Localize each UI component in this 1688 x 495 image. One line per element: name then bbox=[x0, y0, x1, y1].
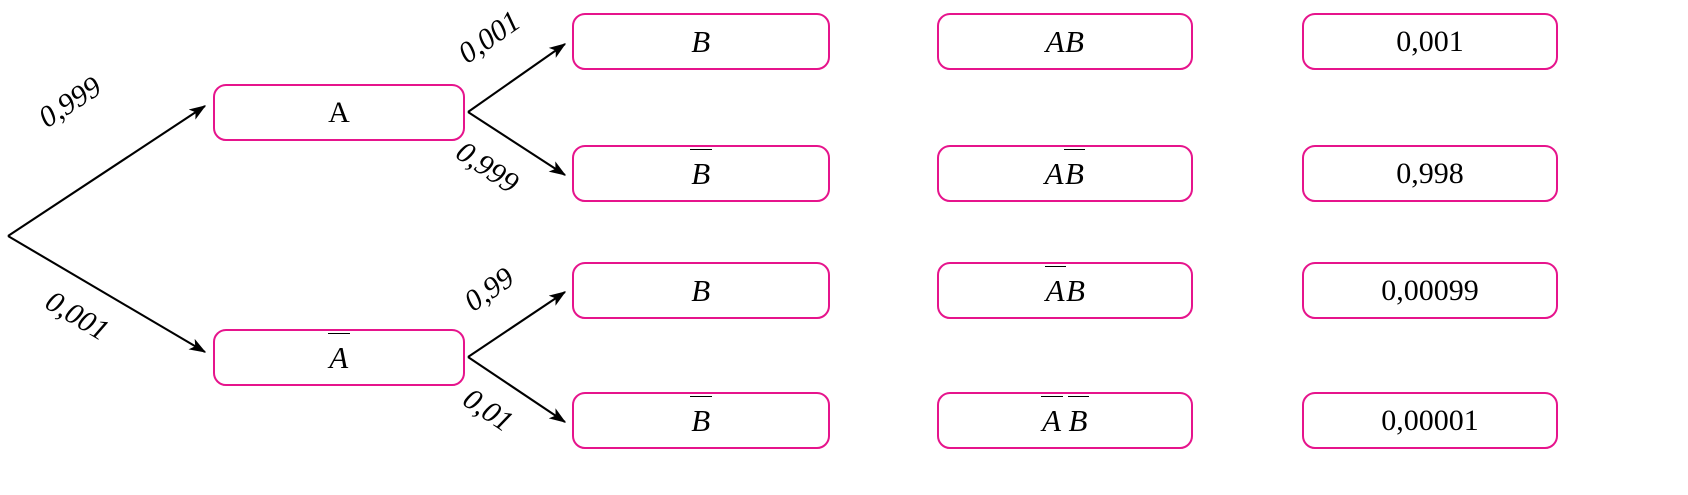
edge-label-Abar-to-Bbar: 0,01 bbox=[457, 381, 520, 439]
node-A-bar[interactable]: A bbox=[213, 329, 465, 386]
node-A-bar-label: A bbox=[328, 332, 351, 375]
probability-Abar-Bbar-value: 0,00001 bbox=[1381, 403, 1479, 437]
edge-label-root-to-Abar: 0,001 bbox=[39, 284, 115, 348]
outcome-Abar-B-label: AB bbox=[1044, 265, 1086, 308]
node-A-Bbar[interactable]: B bbox=[572, 145, 830, 202]
probability-A-Bbar[interactable]: 0,998 bbox=[1302, 145, 1558, 202]
edge-root-to-Abar bbox=[7, 235, 207, 353]
node-A-Bbar-label: B bbox=[690, 148, 713, 191]
probability-Abar-Bbar[interactable]: 0,00001 bbox=[1302, 392, 1558, 449]
node-A[interactable]: A bbox=[213, 84, 465, 141]
outcome-second-letter: B bbox=[1065, 24, 1085, 59]
probability-AB[interactable]: 0,001 bbox=[1302, 13, 1558, 70]
overline-B: B bbox=[1067, 395, 1090, 438]
node-A-B[interactable]: B bbox=[572, 13, 830, 70]
outcome-second-letter: B bbox=[1066, 273, 1086, 308]
overline-B: B bbox=[1064, 148, 1086, 191]
overline-B: B bbox=[690, 395, 713, 438]
edge-label-Abar-to-B: 0,99 bbox=[458, 260, 521, 319]
outcome-Abar-B[interactable]: AB bbox=[937, 262, 1193, 319]
probability-Abar-B-value: 0,00099 bbox=[1381, 273, 1479, 307]
outcome-first-letter: A bbox=[1045, 24, 1065, 59]
node-Abar-B[interactable]: B bbox=[572, 262, 830, 319]
overline-A: A bbox=[1041, 395, 1063, 438]
outcome-first-letter: A bbox=[1044, 156, 1064, 191]
node-Abar-Bbar[interactable]: B bbox=[572, 392, 830, 449]
edge-label-A-to-Bbar: 0,999 bbox=[450, 134, 525, 201]
edge-root-to-A bbox=[7, 105, 207, 237]
overline-A: A bbox=[1044, 265, 1067, 308]
probability-Abar-B[interactable]: 0,00099 bbox=[1302, 262, 1558, 319]
outcome-A-Bbar-label: AB bbox=[1044, 148, 1086, 191]
outcome-AB-label: AB bbox=[1046, 26, 1085, 57]
outcome-A-Bbar[interactable]: AB bbox=[937, 145, 1193, 202]
node-A-B-label: B bbox=[691, 24, 711, 59]
edge-label-A-to-B: 0,001 bbox=[452, 4, 527, 71]
outcome-AB[interactable]: AB bbox=[937, 13, 1193, 70]
node-Abar-Bbar-label: B bbox=[690, 395, 713, 438]
overline-B: B bbox=[690, 148, 713, 191]
probability-AB-value: 0,001 bbox=[1396, 24, 1464, 58]
node-Abar-B-label: B bbox=[691, 273, 711, 308]
overline-A: A bbox=[328, 332, 351, 375]
probability-A-Bbar-value: 0,998 bbox=[1396, 156, 1464, 190]
edge-label-root-to-A: 0,999 bbox=[32, 69, 108, 135]
node-A-label: A bbox=[328, 95, 350, 129]
